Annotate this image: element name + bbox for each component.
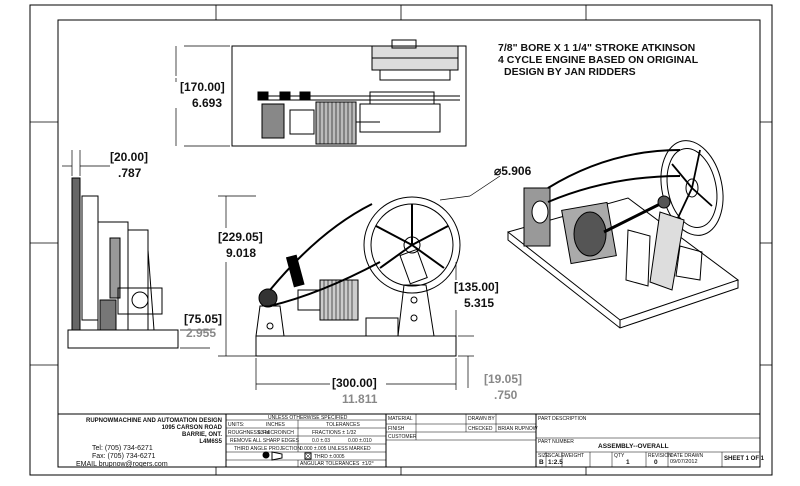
size-label: SIZE — [538, 453, 550, 459]
drawn-by-name: BRIAN RUPNOW — [498, 426, 538, 432]
base-length-mm: [300.00] — [332, 376, 377, 390]
part-number: ASSEMBLY--OVERALL — [598, 443, 669, 450]
top-view-height-dim — [175, 45, 230, 147]
angular-label: ANGULAR TOLERANCES — [300, 461, 360, 467]
customer-label: CUSTOMER — [388, 434, 417, 440]
decimal-tol-2: 0.00 ±.010 — [348, 438, 372, 444]
revision-label: REVISION — [648, 453, 672, 459]
drawn-by-label: DRAWN BY — [468, 416, 495, 422]
fax: Fax: (705) 734-6271 — [92, 453, 156, 460]
size-value: B — [539, 459, 544, 466]
qty-value: 1 — [626, 459, 630, 466]
front-view — [255, 196, 461, 357]
surface-value: 63 MICROINCH — [258, 430, 294, 436]
side-width-mm: [20.00] — [110, 150, 149, 164]
cyl-height-mm: [135.00] — [454, 280, 499, 294]
units-label: UNITS: — [228, 422, 245, 428]
qty-label: QTY — [614, 453, 625, 459]
top-view — [231, 39, 467, 147]
part-description-label: PART DESCRIPTION — [538, 416, 587, 422]
dim-value: 5.906 — [501, 164, 532, 178]
part-number-label: PART NUMBER — [538, 439, 574, 445]
front-height-in: 9.018 — [226, 246, 257, 260]
company-line-3: BARRIE, ONT. — [181, 432, 222, 438]
dim-value: 135.00 — [458, 280, 495, 294]
remove-edges: REMOVE ALL SHARP EDGES — [230, 438, 299, 444]
checked-label: CHECKED — [468, 426, 493, 432]
title-block — [57, 413, 761, 468]
side-width-in: .787 — [118, 166, 142, 180]
dim-value: 229.05 — [222, 230, 259, 244]
dim-value: 170.00 — [184, 80, 221, 94]
side-view-dims — [62, 150, 210, 349]
side-height-mm: [75.05] — [184, 312, 223, 326]
top-height-mm: [170.00] — [180, 80, 225, 94]
revision-value: 0 — [654, 459, 658, 466]
decimal-tol-3: 0.000 ±.005 UNLESS MARKED — [300, 446, 371, 452]
fractions-tol: FRACTIONS ± 1/32 — [312, 430, 357, 436]
base-length-in: 11.811 — [342, 392, 378, 406]
email: EMAIL brupnow@rogers.com — [76, 461, 168, 468]
surface-label: ROUGHNESS: Ra — [228, 430, 270, 436]
company-contact: Tel: (705) 734-6271 Fax: (705) 734-6271 … — [76, 445, 168, 469]
company-name: RUPNOWMACHINE AND AUTOMATION DESIGN 1095… — [60, 418, 222, 446]
top-height-in: 6.693 — [192, 96, 223, 110]
front-height-mm: [229.05] — [218, 230, 263, 244]
material-label: MATERIAL — [388, 416, 413, 422]
dim-value: 19.05 — [488, 372, 519, 386]
note-line-3: DESIGN BY JAN RIDDERS — [504, 66, 636, 78]
isometric-view — [506, 140, 740, 329]
front-view-dims — [218, 175, 501, 390]
date-label: DATE DRAWN — [670, 453, 704, 459]
base-thk-in: .750 — [494, 388, 518, 402]
side-view — [67, 177, 179, 349]
units-value: INCHES — [266, 422, 285, 428]
tel: Tel: (705) 734-6271 — [92, 445, 153, 452]
decimal-tol-1: 0.0 ±.03 — [312, 438, 331, 444]
sheet-number: SHEET 1 OF 1 — [724, 456, 765, 462]
third-angle: THIRD ANGLE PROJECTION — [234, 446, 301, 452]
base-thk-mm: [19.05] — [484, 372, 523, 386]
wheel-diameter: ⌀5.906 — [494, 164, 532, 178]
unless-specified: UNLESS OTHERWISE SPECIFIED — [268, 415, 348, 421]
finish-label: FINISH — [388, 426, 405, 432]
dim-value: 75.05 — [188, 312, 219, 326]
weight-label: WEIGHT — [564, 453, 584, 459]
drawing-note: 7/8" BORE X 1 1/4" STROKE ATKINSON 4 CYC… — [498, 42, 698, 78]
scale-value: 1:2.5 — [548, 459, 563, 466]
zone-ticks — [30, 5, 772, 475]
decimal-tol-4: THRD ±.0005 — [314, 454, 345, 460]
note-line-2: 4 CYCLE ENGINE BASED ON ORIGINAL — [498, 54, 699, 66]
dim-value: 20.00 — [114, 150, 145, 164]
note-line-1: 7/8" BORE X 1 1/4" STROKE ATKINSON — [498, 42, 696, 54]
company-line-1: RUPNOWMACHINE AND AUTOMATION DESIGN — [86, 418, 222, 424]
dim-value: 300.00 — [336, 376, 373, 390]
tolerances-label: TOLERANCES — [326, 422, 360, 428]
angular-value: ±1/2° — [362, 461, 374, 467]
cyl-height-in: 5.315 — [464, 296, 495, 310]
date-value: 09/07/2012 — [670, 459, 698, 465]
company-line-4: L4M6S5 — [199, 439, 222, 445]
side-height-in: 2.955 — [186, 326, 217, 340]
scale-label: SCALE — [548, 453, 565, 459]
company-line-2: 1095 CARSON ROAD — [161, 425, 222, 431]
